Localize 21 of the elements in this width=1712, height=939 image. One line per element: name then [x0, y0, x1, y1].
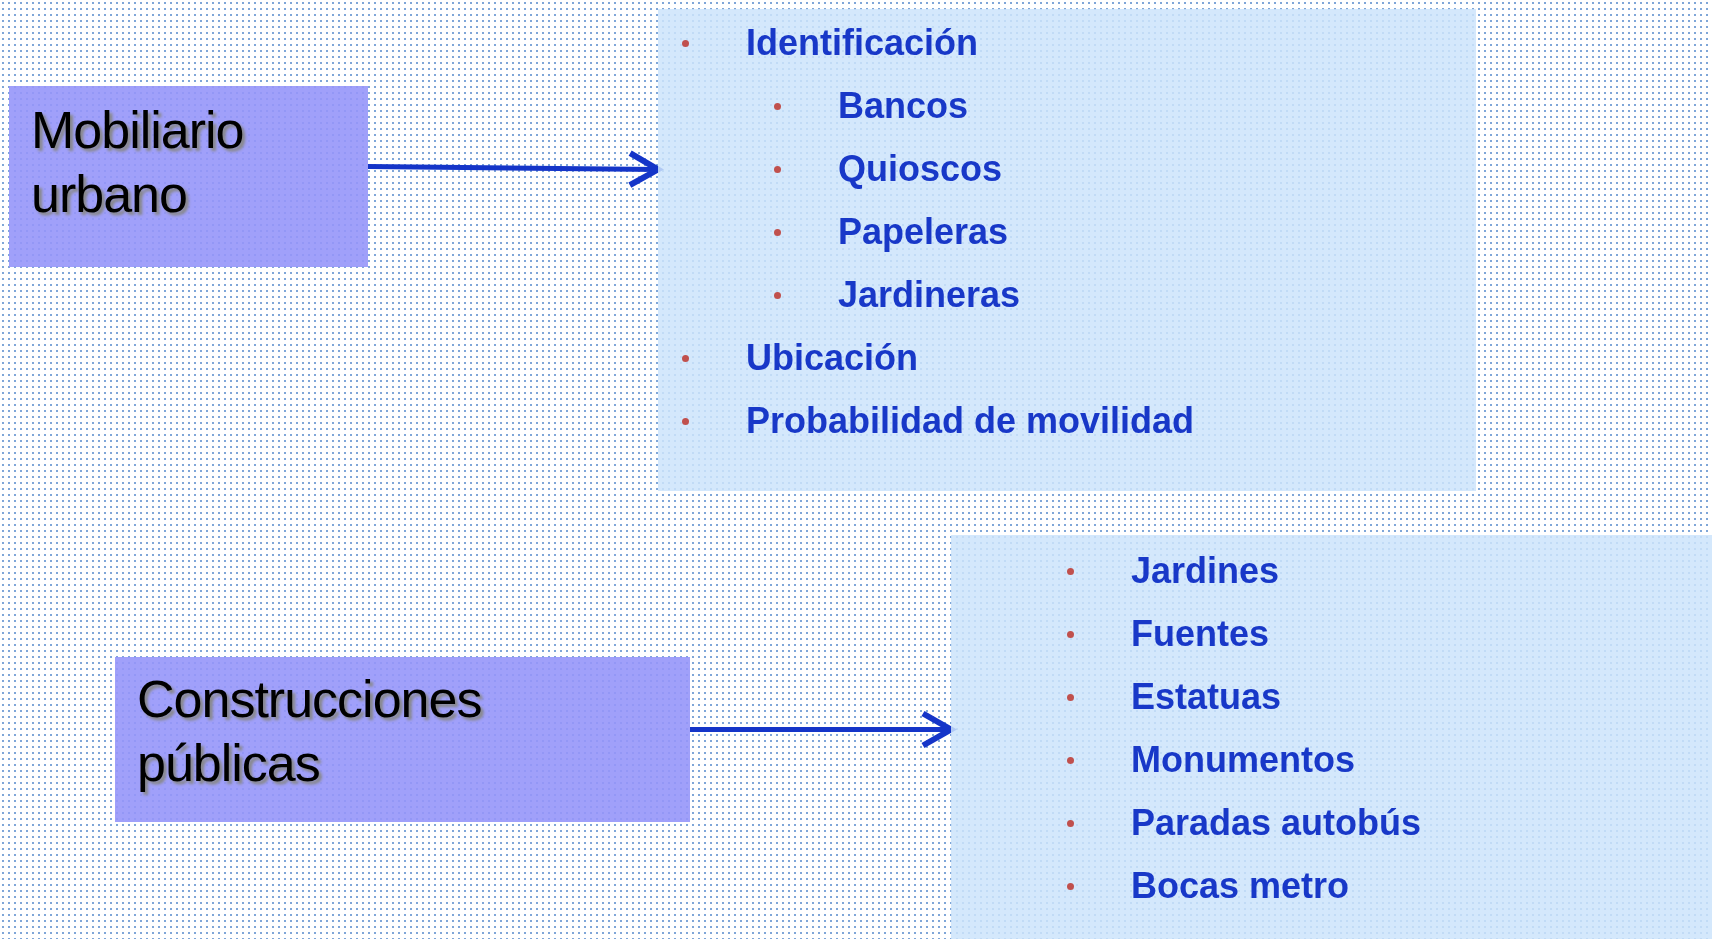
list-item: Paradas autobús — [1131, 801, 1422, 845]
arrow — [690, 710, 954, 749]
list-item: Identificación — [746, 21, 979, 65]
category-box — [115, 657, 690, 822]
list-item: Bocas metro — [1131, 864, 1350, 908]
list-item: Ubicación — [746, 336, 919, 380]
category-title: Mobiliario urbano — [31, 100, 245, 225]
list-item: Papeleras — [838, 210, 1009, 254]
list-item: Fuentes — [1131, 612, 1270, 656]
category-title: Construcciones públicas — [137, 669, 483, 794]
list-item: Jardineras — [838, 273, 1021, 317]
list-item: Monumentos — [1131, 738, 1355, 782]
list-item: Probabilidad de movilidad — [746, 399, 1195, 443]
list-panel — [658, 9, 1476, 491]
arrow — [367, 150, 661, 189]
list-panel — [951, 535, 1712, 939]
list-item: Estatuas — [1131, 675, 1282, 719]
list-item: Bancos — [838, 84, 969, 128]
list-item: Jardines — [1131, 549, 1280, 593]
list-item: Quioscos — [838, 147, 1003, 191]
category-box — [9, 86, 368, 267]
